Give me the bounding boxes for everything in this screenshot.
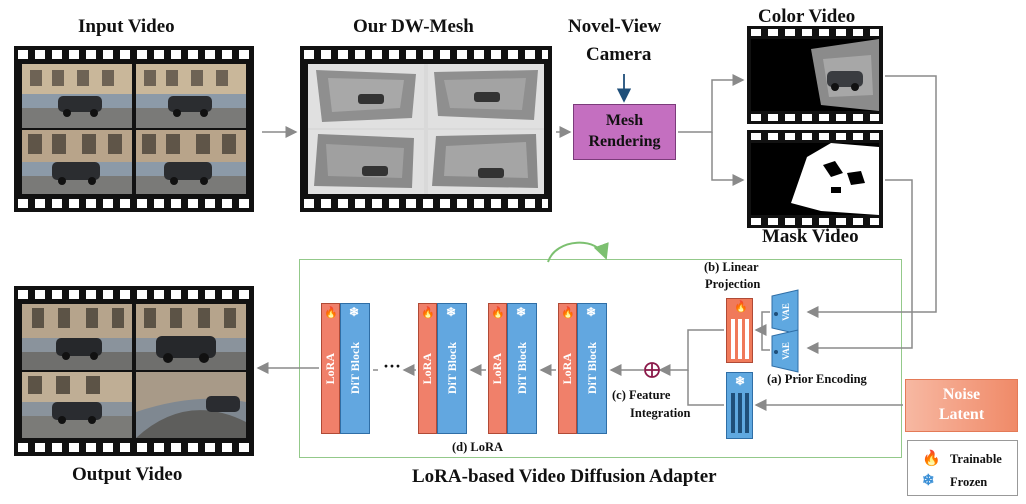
arrow-color-to-vae — [806, 75, 937, 318]
arrow-encoder-to-plus — [687, 370, 724, 406]
dit-block: DiT Block — [577, 303, 607, 434]
noise-latent-line2: Latent — [938, 406, 985, 423]
circled-plus-icon — [644, 362, 660, 378]
output-video-filmstrip — [14, 286, 254, 456]
feature-integration-label-1: (c) Feature — [612, 388, 671, 402]
output-frame-4 — [136, 372, 246, 438]
adapter-title: LoRA-based Video Diffusion Adapter — [412, 466, 717, 487]
flame-icon: 🔥 — [734, 301, 748, 313]
dw-mesh-title: Our DW-Mesh — [353, 16, 474, 37]
input-frame-3 — [22, 130, 132, 194]
lora-block: LoRA — [488, 303, 507, 434]
output-frame-2 — [136, 304, 246, 370]
input-frame-2 — [136, 64, 246, 128]
vae-encoder-bottom — [771, 329, 799, 373]
legend-trainable: Trainable — [950, 452, 1002, 466]
lora-block: LoRA — [321, 303, 340, 434]
mesh-frame-1 — [308, 64, 424, 128]
snowflake-icon: ❄ — [586, 305, 597, 319]
dit-block: DiT Block — [340, 303, 370, 434]
novel-view-label: Novel-View — [568, 16, 662, 37]
mesh-rendering-line2: Rendering — [588, 133, 661, 150]
noise-latent-box: Noise Latent — [905, 379, 1018, 432]
snowflake-icon: ❄ — [516, 305, 527, 319]
snowflake-icon: ❄ — [349, 305, 360, 319]
mask-video-frame — [751, 143, 879, 215]
encoder-block: ❄ — [726, 372, 753, 439]
vae-label-top: VAE — [781, 303, 791, 321]
snowflake-icon: ❄ — [922, 473, 935, 489]
snowflake-icon: ❄ — [735, 374, 746, 388]
arrow-vae2-join — [761, 330, 770, 351]
flame-icon: 🔥 — [491, 307, 505, 319]
mesh-frame-4 — [428, 130, 544, 194]
input-frame-1 — [22, 64, 132, 128]
feature-integration-label-2: Integration — [630, 406, 691, 420]
arrow-rendering-to-mask — [711, 132, 745, 186]
flame-icon: 🔥 — [324, 307, 338, 319]
mask-video-title: Mask Video — [762, 226, 859, 247]
flame-icon: 🔥 — [421, 307, 435, 319]
camera-label: Camera — [586, 44, 652, 65]
noise-latent-line1: Noise — [942, 386, 981, 403]
mesh-frame-2 — [428, 64, 544, 128]
dit-block: DiT Block — [437, 303, 467, 434]
dw-mesh-filmstrip — [300, 46, 552, 212]
mesh-frame-3 — [308, 130, 424, 194]
flame-icon: 🔥 — [922, 451, 941, 467]
flame-icon: 🔥 — [561, 307, 575, 319]
output-video-frames — [22, 304, 246, 438]
dw-mesh-frames — [308, 64, 544, 194]
input-video-title: Input Video — [78, 16, 175, 37]
snowflake-icon: ❄ — [446, 305, 457, 319]
input-video-frames — [22, 64, 246, 194]
vae-label-bottom: VAE — [781, 342, 791, 360]
loop-arrow-icon — [547, 241, 609, 263]
ellipsis: ··· — [383, 356, 402, 376]
dit-block: DiT Block — [507, 303, 537, 434]
linear-projection-label-1: (b) Linear — [704, 260, 759, 274]
color-video-filmstrip — [747, 26, 883, 124]
mesh-rendering-box: Mesh Rendering — [573, 104, 676, 160]
color-video-title: Color Video — [758, 6, 856, 27]
output-video-title: Output Video — [72, 464, 183, 485]
color-video-frame — [751, 39, 879, 111]
input-video-filmstrip — [14, 46, 254, 212]
linear-projection-block: 🔥 — [726, 298, 753, 363]
lora-block: LoRA — [418, 303, 437, 434]
legend-box: 🔥 Trainable ❄ Frozen — [907, 440, 1018, 496]
mesh-rendering-line1: Mesh — [605, 112, 644, 129]
lora-label: (d) LoRA — [452, 440, 504, 454]
arrow-rendering-to-color — [678, 74, 745, 133]
mask-video-filmstrip — [747, 130, 883, 228]
prior-encoding-label: (a) Prior Encoding — [767, 372, 867, 386]
linear-projection-label-2: Projection — [705, 277, 761, 291]
input-frame-4 — [136, 130, 246, 194]
output-frame-1 — [22, 304, 132, 370]
arrow-projection-to-plus — [658, 329, 724, 376]
arrow-vae-to-projection — [754, 311, 770, 336]
lora-block: LoRA — [558, 303, 577, 434]
legend-frozen: Frozen — [950, 475, 988, 489]
arrow-mask-to-vae — [806, 179, 913, 354]
output-frame-3 — [22, 372, 132, 438]
